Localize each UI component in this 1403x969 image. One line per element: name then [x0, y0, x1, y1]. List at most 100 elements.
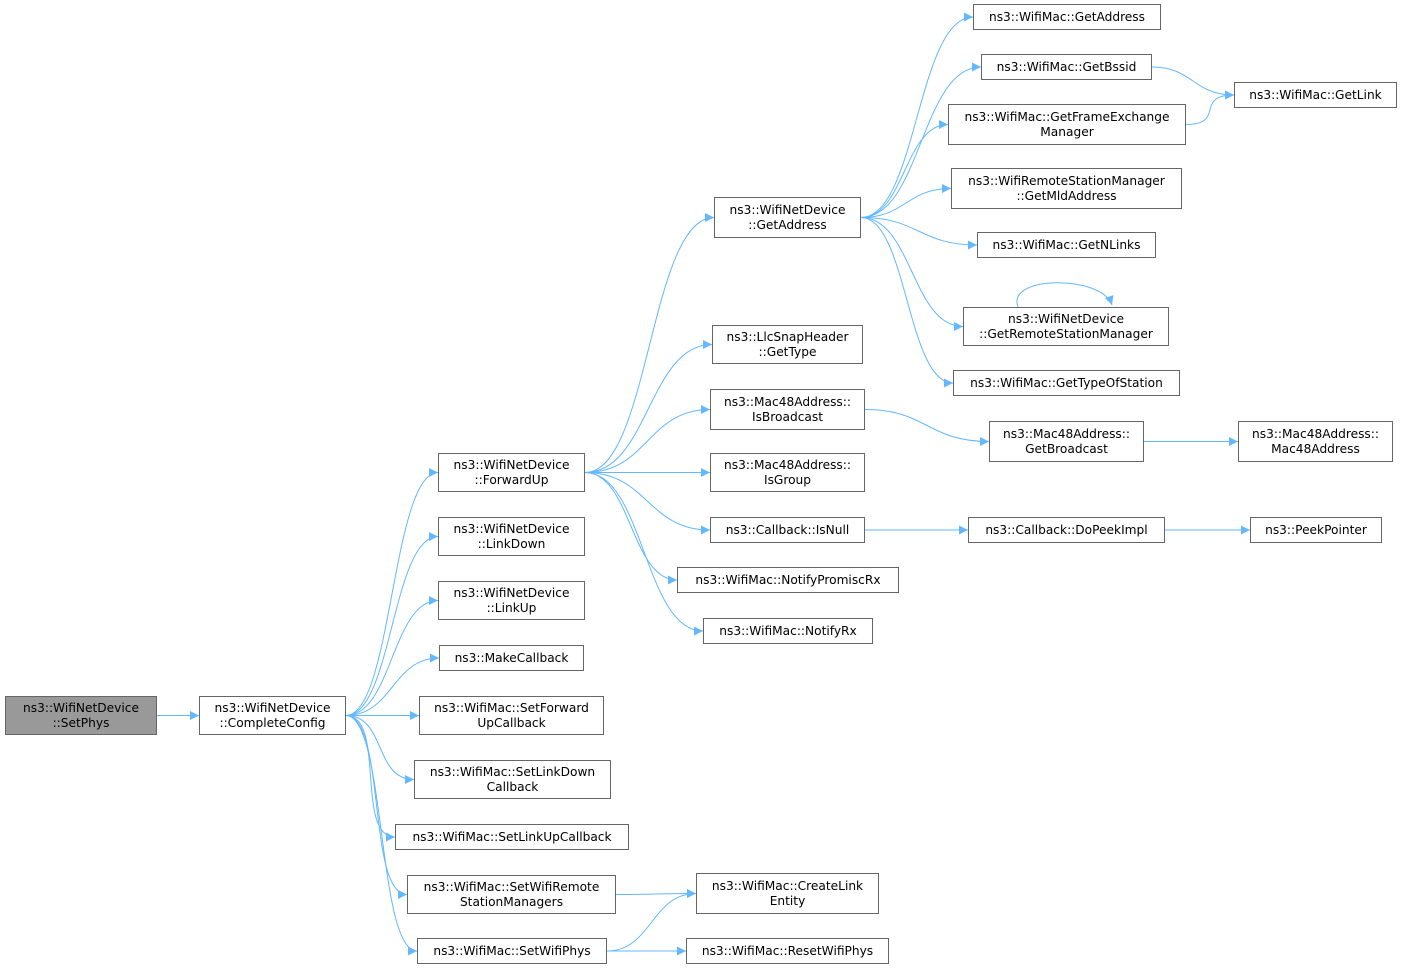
node-label-line: ns3::Mac48Address::	[724, 394, 851, 409]
node-isnull[interactable]: ns3::Callback::IsNull	[710, 517, 865, 543]
node-gettypeofstation[interactable]: ns3::WifiMac::GetTypeOfStation	[953, 370, 1180, 396]
node-label-line: ::GetAddress	[748, 217, 827, 232]
node-forwardup[interactable]: ns3::WifiNetDevice::ForwardUp	[438, 453, 585, 492]
edge-getbssid-to-getlink	[1151, 66, 1235, 100]
node-label-line: ::ForwardUp	[474, 472, 549, 487]
edge-devgetaddress-to-gettypeofstation	[860, 217, 954, 388]
edge-devgetaddress-to-getfem	[860, 120, 949, 218]
node-macgetaddress[interactable]: ns3::WifiMac::GetAddress	[973, 4, 1161, 30]
edge-completeconfig-to-linkdown	[345, 532, 439, 716]
node-label-line: ns3::WifiMac::SetForward	[434, 700, 589, 715]
node-label-line: ns3::WifiRemoteStationManager	[968, 173, 1165, 188]
edge-devgetaddress-to-getnlinks	[860, 217, 978, 250]
node-getmldaddress[interactable]: ns3::WifiRemoteStationManager::GetMldAdd…	[951, 168, 1182, 209]
node-devgetaddress[interactable]: ns3::WifiNetDevice::GetAddress	[714, 197, 861, 238]
edge-devgetaddress-to-getrsm	[860, 217, 964, 331]
node-label-line: ::LinkUp	[486, 600, 537, 615]
node-label-line: IsGroup	[763, 472, 812, 487]
edge-completeconfig-to-setwifiphys	[345, 715, 418, 956]
node-linkup[interactable]: ns3::WifiNetDevice::LinkUp	[438, 581, 585, 620]
node-mac48address[interactable]: ns3::Mac48Address::Mac48Address	[1238, 421, 1393, 462]
node-label-line: ns3::WifiMac::GetAddress	[988, 9, 1146, 24]
edge-setwifiphys-to-createlink	[606, 889, 697, 952]
node-makecallback[interactable]: ns3::MakeCallback	[439, 645, 584, 671]
node-label-line: ns3::WifiMac::GetLink	[1249, 87, 1382, 102]
node-label-line: Entity	[769, 893, 806, 908]
edge-completeconfig-to-setwifiremote	[345, 715, 408, 899]
node-label-line: ns3::WifiMac::NotifyPromiscRx	[695, 572, 881, 587]
node-label-line: ns3::WifiNetDevice	[23, 700, 139, 715]
edge-completeconfig-to-makecallback	[345, 653, 440, 716]
edge-forwardup-to-isnull	[584, 472, 711, 535]
node-isbroadcast[interactable]: ns3::Mac48Address::IsBroadcast	[710, 389, 865, 430]
node-setlinkup[interactable]: ns3::WifiMac::SetLinkUpCallback	[395, 824, 629, 850]
edge-completeconfig-to-forwardup	[345, 468, 439, 716]
node-label-line: ns3::Callback::DoPeekImpl	[985, 522, 1148, 537]
node-label-line: ns3::LlcSnapHeader	[726, 329, 849, 344]
edge-getrsm-to-getrsm	[1016, 282, 1114, 308]
node-label-line: ns3::WifiNetDevice	[453, 457, 570, 472]
node-label-line: ns3::WifiMac::ResetWifiPhys	[701, 943, 874, 958]
node-label-line: Manager	[1040, 124, 1094, 139]
node-label-line: ns3::WifiMac::GetFrameExchange	[964, 109, 1170, 124]
node-getbssid[interactable]: ns3::WifiMac::GetBssid	[981, 54, 1152, 80]
node-label-line: ns3::WifiNetDevice	[453, 521, 570, 536]
node-label-line: ns3::Callback::IsNull	[725, 522, 850, 537]
node-label-line: ns3::WifiMac::GetNLinks	[992, 237, 1141, 252]
edge-completeconfig-to-linkup	[345, 596, 439, 716]
edge-devgetaddress-to-getmldaddress	[860, 184, 952, 218]
node-label-line: ns3::Mac48Address::	[1252, 426, 1379, 441]
node-getrsm[interactable]: ns3::WifiNetDevice::GetRemoteStationMana…	[963, 307, 1169, 346]
node-label-line: ns3::WifiMac::GetBssid	[996, 59, 1137, 74]
node-dopeekimpl[interactable]: ns3::Callback::DoPeekImpl	[968, 517, 1165, 543]
node-completeconfig[interactable]: ns3::WifiNetDevice::CompleteConfig	[199, 696, 346, 735]
node-label-line: ns3::WifiNetDevice	[453, 585, 570, 600]
node-notifypromiscrx[interactable]: ns3::WifiMac::NotifyPromiscRx	[677, 567, 899, 593]
node-label-line: Callback	[486, 779, 539, 794]
node-label-line: ns3::Mac48Address::	[724, 457, 851, 472]
node-getbroadcast[interactable]: ns3::Mac48Address::GetBroadcast	[989, 421, 1144, 462]
node-getnlinks[interactable]: ns3::WifiMac::GetNLinks	[977, 232, 1156, 258]
edge-isbroadcast-to-getbroadcast	[864, 409, 990, 446]
node-label-line: ns3::WifiMac::GetTypeOfStation	[970, 375, 1163, 390]
node-label-line: ns3::PeekPointer	[1265, 522, 1367, 537]
edge-completeconfig-to-setlinkup	[345, 715, 396, 842]
node-notifyrx[interactable]: ns3::WifiMac::NotifyRx	[703, 618, 873, 644]
edge-forwardup-to-llcgettype	[584, 340, 713, 473]
node-label-line: Mac48Address	[1271, 441, 1360, 456]
node-label-line: ns3::WifiNetDevice	[1008, 311, 1124, 326]
edge-setwifiremote-to-createlink	[615, 889, 697, 899]
node-llcgettype[interactable]: ns3::LlcSnapHeader::GetType	[712, 325, 863, 364]
node-label-line: StationManagers	[459, 894, 564, 909]
node-label-line: ::GetMldAddress	[1016, 188, 1117, 203]
node-setphys: ns3::WifiNetDevice::SetPhys	[5, 696, 157, 735]
node-label-line: ::SetPhys	[52, 715, 110, 730]
node-label-line: ::GetType	[758, 344, 817, 359]
node-linkdown[interactable]: ns3::WifiNetDevice::LinkDown	[438, 517, 585, 556]
node-getlink[interactable]: ns3::WifiMac::GetLink	[1234, 82, 1397, 108]
node-label-line: ns3::WifiMac::SetWifiRemote	[423, 879, 600, 894]
node-label-line: ::CompleteConfig	[219, 715, 326, 730]
node-label-line: ns3::WifiNetDevice	[214, 700, 331, 715]
node-label-line: GetBroadcast	[1025, 441, 1108, 456]
node-setwifiphys[interactable]: ns3::WifiMac::SetWifiPhys	[417, 938, 607, 964]
node-label-line: ::GetRemoteStationManager	[979, 326, 1153, 341]
node-label-line: UpCallback	[477, 715, 546, 730]
node-resetwifiphys[interactable]: ns3::WifiMac::ResetWifiPhys	[686, 938, 889, 964]
edge-forwardup-to-notifypromiscrx	[584, 472, 678, 585]
node-label-line: ns3::WifiMac::SetLinkDown	[429, 764, 596, 779]
node-label-line: ns3::WifiMac::SetWifiPhys	[433, 943, 591, 958]
edge-forwardup-to-isbroadcast	[584, 405, 711, 473]
node-label-line: ns3::WifiMac::CreateLink	[711, 878, 864, 893]
node-label-line: ns3::Mac48Address::	[1003, 426, 1130, 441]
node-peekpointer[interactable]: ns3::PeekPointer	[1250, 517, 1382, 543]
edge-forwardup-to-notifyrx	[584, 472, 704, 636]
node-isgroup[interactable]: ns3::Mac48Address::IsGroup	[710, 453, 865, 492]
